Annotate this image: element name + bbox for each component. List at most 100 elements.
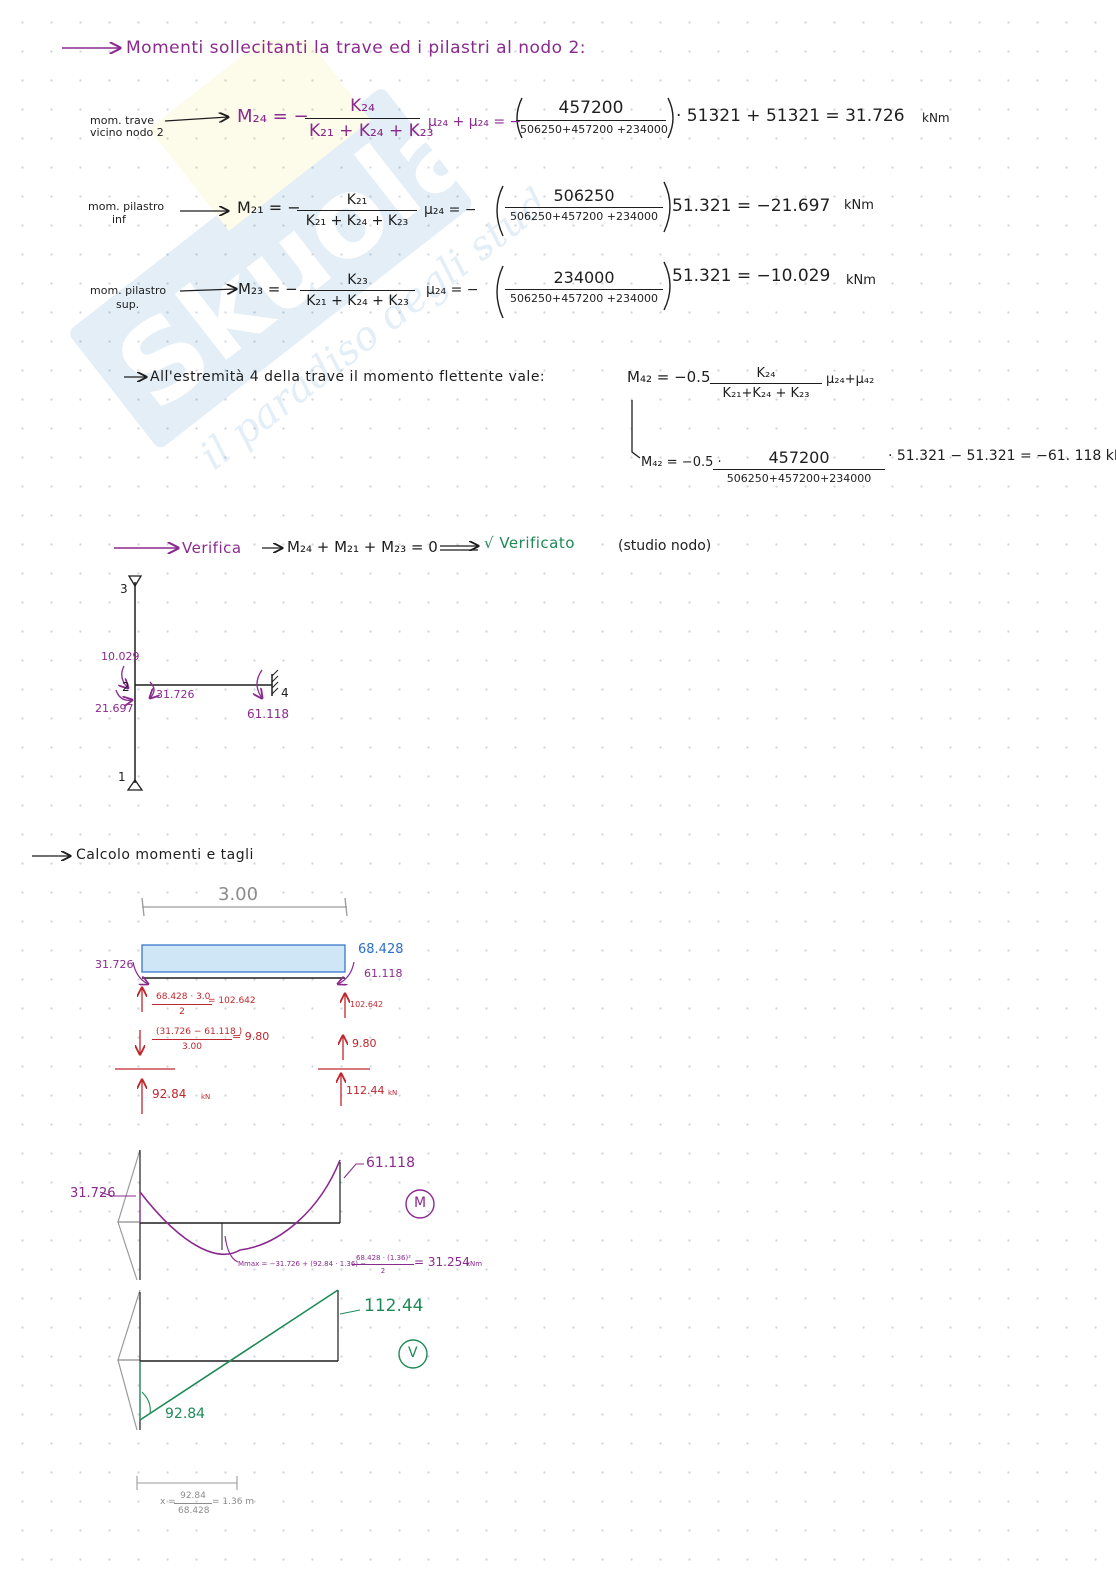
verifica-equation: M₂₄ + M₂₁ + M₂₃ = 0 xyxy=(287,538,438,556)
reaction-total-left-unit: kN xyxy=(201,1093,211,1101)
row1-val-num: 457200 xyxy=(558,98,624,118)
beam-moment-right xyxy=(338,961,355,984)
verifica-note: (studio nodo) xyxy=(618,538,712,554)
row1-frac-num: K₂₄ xyxy=(350,96,375,116)
row2-frac-den: K₂₁ + K₂₄ + K₂₃ xyxy=(297,210,417,229)
mmax-value: = 31.254 xyxy=(414,1255,470,1269)
paren-right-3 xyxy=(663,261,671,311)
row2-rhs: 51.321 = −21.697 xyxy=(672,196,831,216)
row2-lhs: M₂₁ = − xyxy=(237,198,301,217)
reaction-moment-num: (31.726 − 61.118 ) xyxy=(156,1027,243,1037)
row1-arrow xyxy=(164,117,228,121)
reaction-total-right-unit: kN xyxy=(388,1089,398,1097)
row3-mid: μ₂₄ = − xyxy=(426,282,479,298)
row3-frac-den: K₂₁ + K₂₄ + K₂₃ xyxy=(300,290,415,309)
xcalc-num: 92.84 xyxy=(180,1491,206,1501)
extremity-text: All'estremità 4 della trave il momento f… xyxy=(150,369,546,385)
moment-left-label: 31.726 xyxy=(70,1186,116,1201)
xcalc-lhs: x = xyxy=(160,1497,176,1507)
moment-right-label: 61.118 xyxy=(366,1155,415,1171)
distributed-load xyxy=(141,944,346,973)
row3-symbolic-fraction: K₂₃ K₂₁ + K₂₄ + K₂₃ xyxy=(300,272,415,309)
reaction-moment-den: 3.00 xyxy=(152,1039,232,1052)
node-moment-right: 61.118 xyxy=(247,707,289,721)
node-1-label: 1 xyxy=(118,770,126,784)
row1-value-fraction: 457200 506250+457200 +234000 xyxy=(516,98,668,136)
span-label: 3.00 xyxy=(218,884,259,905)
reaction-load-right: 102.642 xyxy=(350,1000,384,1009)
paren-right-2 xyxy=(663,181,671,233)
shear-diagram xyxy=(117,1289,428,1431)
node-moment-top: 10.029 xyxy=(101,650,140,663)
moment-badge-circle xyxy=(405,1189,435,1219)
span-dimension xyxy=(141,897,348,917)
reaction-arrows xyxy=(115,988,370,1114)
load-label: 68.428 xyxy=(358,942,404,957)
mmax-den: 2 xyxy=(352,1264,414,1275)
section1-title: Momenti sollecitanti la trave ed i pilas… xyxy=(126,38,587,58)
row2-label-line2: inf xyxy=(112,213,126,226)
paren-left-1 xyxy=(516,97,523,139)
node-3-label: 3 xyxy=(120,582,128,596)
shear-badge: V xyxy=(408,1345,418,1361)
row1-label-line2: vicino nodo 2 xyxy=(90,126,164,139)
reaction-total-left: 92.84 xyxy=(152,1087,187,1101)
extremity-line2-num: 457200 xyxy=(768,448,830,467)
row2-label: mom. pilastro inf xyxy=(88,200,164,226)
shear-right-label: 112.44 xyxy=(364,1296,424,1316)
row2-val-num: 506250 xyxy=(553,186,615,205)
extremity-line2-fraction: 457200 506250+457200+234000 xyxy=(713,448,885,485)
paren-left-3 xyxy=(496,265,504,319)
reaction-load-num: 68.428 · 3.0 xyxy=(156,992,211,1002)
row1-lhs: M₂₄ = − xyxy=(237,106,309,127)
row1-rhs: · 51321 + 51321 = 31.726 xyxy=(676,106,905,126)
extremity-fraction: K₂₄ K₂₁+K₂₄ + K₂₃ xyxy=(710,366,822,401)
beam-m-right-label: 61.118 xyxy=(364,967,403,980)
node-diagram xyxy=(115,575,279,791)
row3-val-den: 506250+457200 +234000 xyxy=(505,289,663,305)
row1-symbolic-fraction: K₂₄ K₂₁ + K₂₄ + K₂₃ xyxy=(305,96,433,141)
extremity-bracket xyxy=(631,400,641,459)
beam-m-left-label: 31.726 xyxy=(95,958,134,971)
row3-val-num: 234000 xyxy=(553,268,615,287)
node-moment-left: 21.697 xyxy=(95,702,134,715)
xcalc-value: = 1.36 m xyxy=(212,1497,255,1507)
reaction-load-fraction: 68.428 · 3.0 2 xyxy=(152,992,212,1017)
shear-badge-circle xyxy=(398,1339,428,1369)
mmax-num: 68.428 · (1.36)² xyxy=(356,1254,412,1262)
row3-lhs: M₂₃ = − xyxy=(238,280,298,298)
row1-val-den: 506250+457200 +234000 xyxy=(516,120,668,136)
verifica-label: Verifica xyxy=(182,539,242,557)
extremity-lhs: M₄₂ = −0.5 xyxy=(627,368,711,386)
paren-right-1 xyxy=(667,97,674,139)
mmax-formula: Mmax = −31.726 + (92.84 · 1.36) − xyxy=(238,1260,367,1268)
node-4-label: 4 xyxy=(281,686,289,700)
row1-unit: kNm xyxy=(922,111,950,125)
mmax-fraction: 68.428 · (1.36)² 2 xyxy=(352,1254,414,1275)
row1-label-line1: mom. trave xyxy=(90,114,155,127)
reaction-total-right: 112.44 xyxy=(346,1084,385,1097)
extremity-line2-den: 506250+457200+234000 xyxy=(713,469,885,485)
row3-arrow xyxy=(179,289,236,291)
x-dimension xyxy=(136,1476,238,1490)
row2-mid: μ₂₄ = − xyxy=(424,202,477,218)
mmax-unit: kNm xyxy=(466,1260,483,1268)
moment-diagram xyxy=(99,1149,435,1281)
xcalc-den: 68.428 xyxy=(174,1503,212,1516)
reaction-load-den: 2 xyxy=(152,1004,212,1017)
beam-moment-left xyxy=(132,961,148,984)
reaction-moment-fraction: (31.726 − 61.118 ) 3.00 xyxy=(152,1027,243,1052)
xcalc-fraction: 92.84 68.428 xyxy=(174,1491,212,1516)
section2-title: Calcolo momenti e tagli xyxy=(76,847,254,863)
row2-unit: kNm xyxy=(844,198,874,213)
paren-left-2 xyxy=(496,185,504,237)
reaction-moment-right: 9.80 xyxy=(352,1037,377,1050)
row2-value-fraction: 506250 506250+457200 +234000 xyxy=(505,186,663,223)
row3-frac-num: K₂₃ xyxy=(347,272,368,288)
row3-rhs: 51.321 = −10.029 xyxy=(672,266,831,286)
row1-frac-den: K₂₁ + K₂₄ + K₂₃ xyxy=(305,118,433,141)
node-2-label: 2 xyxy=(122,680,130,694)
row1-mid: μ₂₄ + μ₂₄ = − xyxy=(428,114,522,130)
row2-symbolic-fraction: K₂₁ K₂₁ + K₂₄ + K₂₃ xyxy=(297,192,417,229)
